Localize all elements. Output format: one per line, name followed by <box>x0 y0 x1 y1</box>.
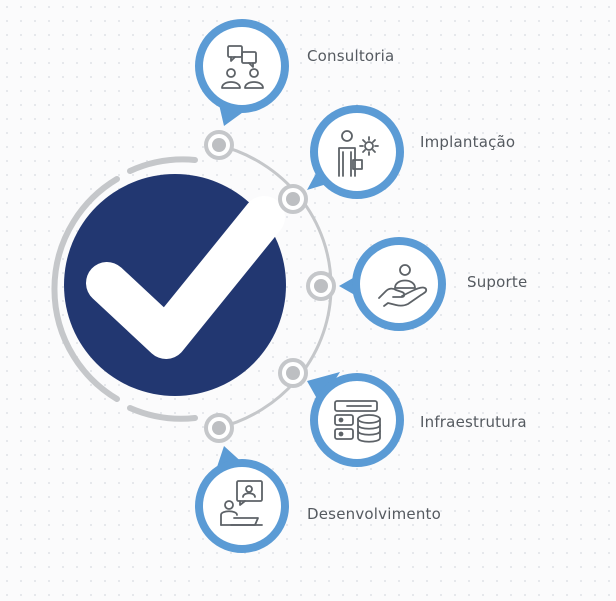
desenv-bubble[interactable] <box>195 446 289 553</box>
infra-bubble[interactable] <box>307 372 404 467</box>
implantacao-bubble[interactable] <box>307 105 404 199</box>
infraestrutura-label: Infraestrutura <box>420 413 527 431</box>
orbit-node-suporte <box>306 271 336 301</box>
suporte-bubble[interactable] <box>339 237 446 331</box>
consultoria-label: Consultoria <box>307 47 395 65</box>
outer-arc-left <box>51 176 120 402</box>
orbit-nodes <box>204 130 336 443</box>
developer-laptop-icon <box>220 480 263 526</box>
hand-support-icon <box>378 264 428 307</box>
orbit-node-infra <box>278 358 308 388</box>
consultoria-bubble[interactable] <box>195 19 289 126</box>
orbit-node-implantacao <box>278 184 308 214</box>
orbit-node-consultoria <box>204 130 234 160</box>
outer-arc-bottom <box>127 405 198 422</box>
desenvolvimento-label: Desenvolvimento <box>307 505 442 523</box>
orbit-node-desenv <box>204 413 234 443</box>
consulting-people-chat-icon <box>221 45 264 89</box>
server-database-icon <box>334 400 381 443</box>
outer-arc-top <box>127 156 198 174</box>
person-gear-icon <box>338 130 379 177</box>
suporte-label: Suporte <box>467 273 528 291</box>
implantacao-label: Implantação <box>420 133 516 151</box>
checkmark-icon <box>86 196 285 359</box>
